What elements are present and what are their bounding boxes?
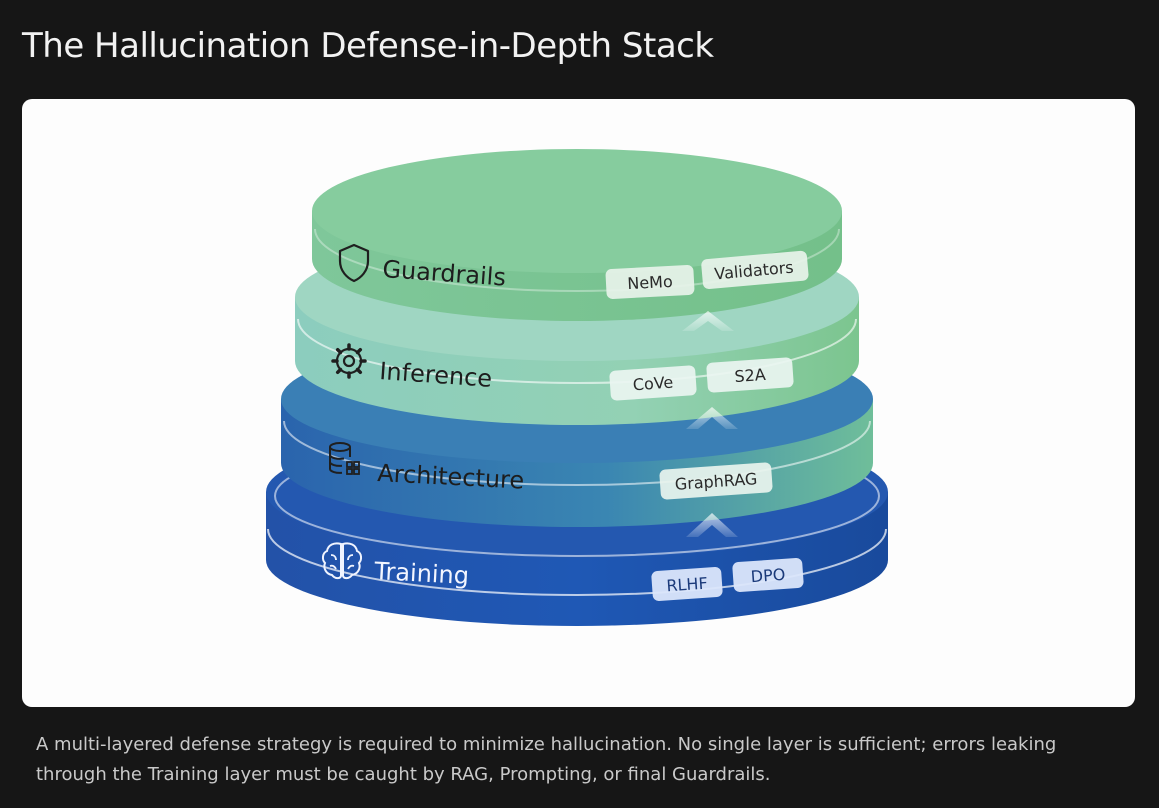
stack-diagram: Guardrails Inference xyxy=(266,149,888,626)
tag-label: DPO xyxy=(750,565,786,586)
tag-label: S2A xyxy=(734,365,767,386)
tag-validators: Validators xyxy=(701,250,809,289)
tag-label: NeMo xyxy=(627,272,673,293)
shield-icon xyxy=(338,243,370,283)
figure-caption: A multi-layered defense strategy is requ… xyxy=(36,734,1057,785)
flow-arrows xyxy=(682,311,738,537)
tag-rlhf: RLHF xyxy=(651,566,723,602)
stack-figure: Guardrails Inference xyxy=(22,99,1135,707)
brain-icon xyxy=(321,542,363,580)
layer-guardrails xyxy=(312,149,842,321)
page-title: The Hallucination Defense-in-Depth Stack xyxy=(22,26,714,66)
tag-label: CoVe xyxy=(632,373,674,395)
database-icon xyxy=(329,442,360,475)
gear-icon xyxy=(331,343,367,379)
tag-nemo: NeMo xyxy=(605,265,695,299)
tag-cove: CoVe xyxy=(609,365,697,401)
layer-label-training: Training xyxy=(373,557,470,590)
tag-dpo: DPO xyxy=(732,557,804,593)
tag-s2a: S2A xyxy=(706,357,794,393)
tag-graphrag: GraphRAG xyxy=(659,462,773,500)
tag-label: RLHF xyxy=(666,574,708,596)
